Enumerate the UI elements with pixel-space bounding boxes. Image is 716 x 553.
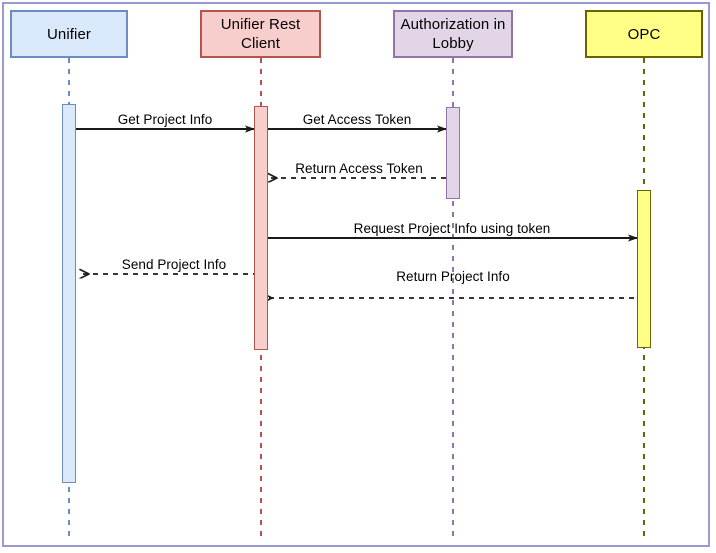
activation-bar-opc[interactable] — [637, 190, 651, 348]
activation-bar-unifier[interactable] — [62, 104, 76, 483]
participant-label-unifier: Unifier — [46, 25, 92, 43]
diagram-frame — [2, 2, 710, 547]
message-label-send-project-info: Send Project Info — [121, 257, 227, 272]
message-label-get-access-token: Get Access Token — [302, 112, 412, 127]
participant-label-authorization-in-lobby: Authorization in Lobby — [400, 16, 506, 52]
lifelines-group — [68, 58, 645, 540]
message-label-return-access-token: Return Access Token — [295, 161, 423, 176]
activation-bar-unifier-rest-client[interactable] — [254, 106, 268, 350]
participant-box-authorization-in-lobby[interactable]: Authorization in Lobby — [393, 10, 513, 58]
message-arrows-group — [76, 125, 644, 298]
participant-box-unifier-rest-client[interactable]: Unifier Rest Client — [200, 10, 321, 58]
participant-label-unifier-rest-client: Unifier Rest Client — [220, 16, 301, 52]
message-label-request-project-info-using-token: Request Project Info using token — [353, 221, 551, 236]
message-label-get-project-info: Get Project Info — [117, 112, 213, 127]
participant-box-unifier[interactable]: Unifier — [10, 10, 128, 58]
participant-box-opc[interactable]: OPC — [585, 10, 703, 58]
activation-bar-authorization-in-lobby[interactable] — [446, 107, 460, 199]
participant-label-opc: OPC — [627, 25, 661, 43]
message-label-return-project-info: Return Project Info — [396, 269, 510, 284]
